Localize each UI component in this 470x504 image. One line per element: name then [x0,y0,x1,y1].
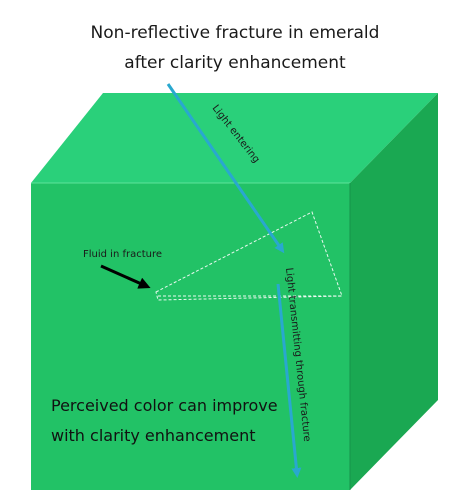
fluid-in-fracture-label: Fluid in fracture [83,249,162,260]
caption-line-1: Perceived color can improve [51,396,278,415]
title-line-2: after clarity enhancement [124,53,346,73]
fluid-pointer-arrow [100,264,151,289]
caption-line-2: with clarity enhancement [51,426,255,445]
light-transmitting-ray [276,283,302,478]
fracture-plane [155,211,343,301]
cube-front-face [31,183,350,490]
cube-top-face [31,93,438,183]
cube-side-face [350,93,438,490]
light-entering-ray [166,83,285,254]
title-line-1: Non-reflective fracture in emerald [91,23,380,43]
